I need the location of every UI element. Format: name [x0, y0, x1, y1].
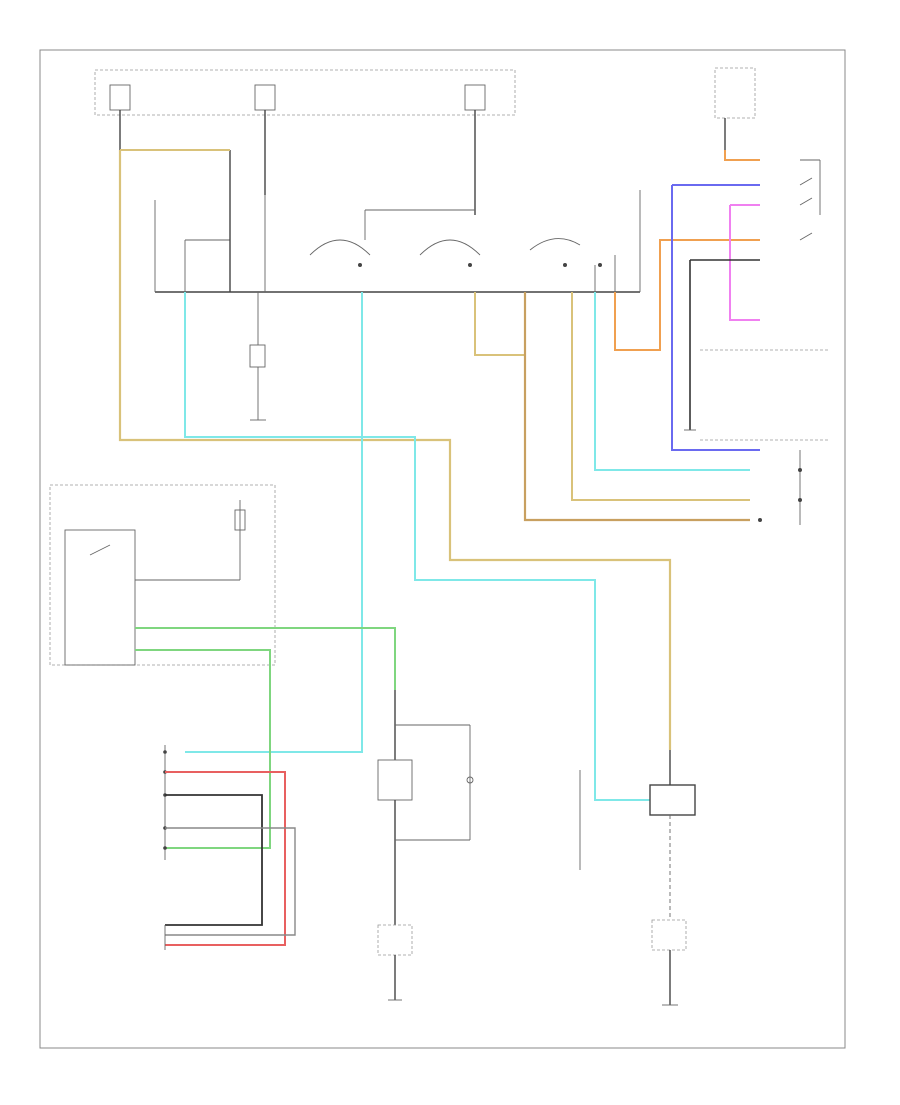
switch-icon [799, 197, 813, 206]
compressor-clutch [377, 690, 474, 1001]
wire-orange [614, 150, 760, 351]
switch-icon [419, 239, 481, 256]
wire-green [135, 627, 396, 849]
wire-tan-center [474, 292, 750, 522]
wire-blue [671, 184, 760, 451]
right-switch-stack [700, 159, 830, 525]
diode-icon [466, 776, 474, 784]
fuse-icon [109, 84, 131, 111]
fuse-icon [234, 509, 246, 531]
switch-icon [309, 239, 371, 256]
wire-lightblue-2 [185, 292, 363, 753]
fuse-icon [254, 84, 276, 111]
wire-tan-left [118, 149, 672, 750]
fuse-block-outline [94, 69, 516, 116]
switch-icon [89, 544, 111, 556]
fuse-block [94, 69, 516, 215]
relay-box-outline [49, 484, 276, 666]
relay-icon [64, 529, 136, 666]
ecm-connector [163, 745, 296, 950]
switch-icon [799, 232, 813, 241]
switch-icon [529, 238, 581, 251]
connector-icon [651, 919, 687, 951]
fuse-top-right [714, 67, 756, 160]
ac-relay-box [49, 484, 276, 666]
diode-block [249, 292, 266, 421]
diagram-border [39, 49, 846, 1049]
wire-lightblue [184, 292, 650, 801]
fuse-icon [464, 84, 486, 111]
diode-icon [249, 344, 266, 368]
switch-icon [799, 177, 813, 186]
control-head [154, 150, 641, 293]
connector-icon [377, 924, 413, 956]
compressor-clutch-icon [377, 759, 413, 801]
sensor-icon [649, 784, 696, 816]
wire-black-right [684, 259, 760, 431]
wire-pink [729, 204, 760, 321]
pressure-sensor [579, 750, 696, 1006]
